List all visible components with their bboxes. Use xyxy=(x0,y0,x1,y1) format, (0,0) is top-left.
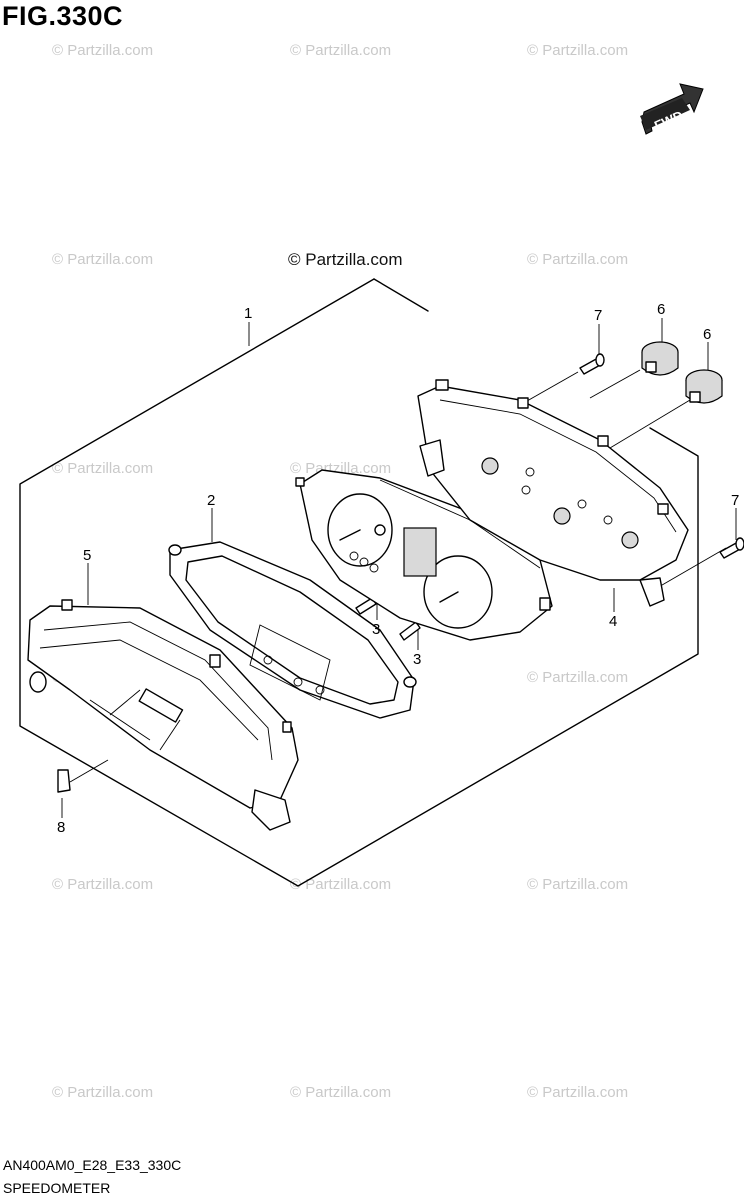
copyright-label: © Partzilla.com xyxy=(288,250,403,269)
watermark: © Partzilla.com xyxy=(52,1084,154,1101)
callout-4: 4 xyxy=(609,613,617,630)
meter-assembly-part xyxy=(295,469,553,641)
rear-case-part xyxy=(417,379,689,607)
watermark: © Partzilla.com xyxy=(52,876,154,893)
callout-7: 7 xyxy=(731,492,739,509)
watermark: © Partzilla.com xyxy=(290,42,392,59)
callout-1: 1 xyxy=(244,305,252,322)
callout-2: 2 xyxy=(207,492,215,509)
figure-title: FIG.330C xyxy=(2,1,124,31)
grommet-part xyxy=(641,341,723,404)
assembly-box xyxy=(19,278,699,887)
watermark: © Partzilla.com xyxy=(527,1084,629,1101)
watermark: © Partzilla.com xyxy=(52,251,154,268)
screw-part xyxy=(579,353,744,559)
diagram-code: AN400AM0_E28_E33_330C xyxy=(3,1157,182,1173)
assembly-box-edge xyxy=(373,278,429,312)
clip-part xyxy=(57,769,71,793)
diagram-name: SPEEDOMETER xyxy=(3,1180,111,1196)
watermark: © Partzilla.com xyxy=(527,669,629,686)
callout-6: 6 xyxy=(703,326,711,343)
callout-5: 5 xyxy=(83,547,91,564)
watermark: © Partzilla.com xyxy=(527,42,629,59)
fwd-arrow-icon: FWD xyxy=(640,83,704,135)
bulb-part xyxy=(355,593,427,641)
front-cover-part xyxy=(27,599,299,831)
watermark: © Partzilla.com xyxy=(52,42,154,59)
watermark: © Partzilla.com xyxy=(290,1084,392,1101)
callout-3: 3 xyxy=(413,651,421,668)
bezel-part xyxy=(168,541,417,719)
callout-7: 7 xyxy=(594,307,602,324)
callout-8: 8 xyxy=(57,819,65,836)
watermark: © Partzilla.com xyxy=(290,876,392,893)
leader-lines xyxy=(61,318,737,818)
watermark: © Partzilla.com xyxy=(527,876,629,893)
watermark: © Partzilla.com xyxy=(52,460,154,477)
callout-3: 3 xyxy=(372,621,380,638)
watermark: © Partzilla.com xyxy=(527,251,629,268)
callout-6: 6 xyxy=(657,301,665,318)
watermark: © Partzilla.com xyxy=(290,460,392,477)
